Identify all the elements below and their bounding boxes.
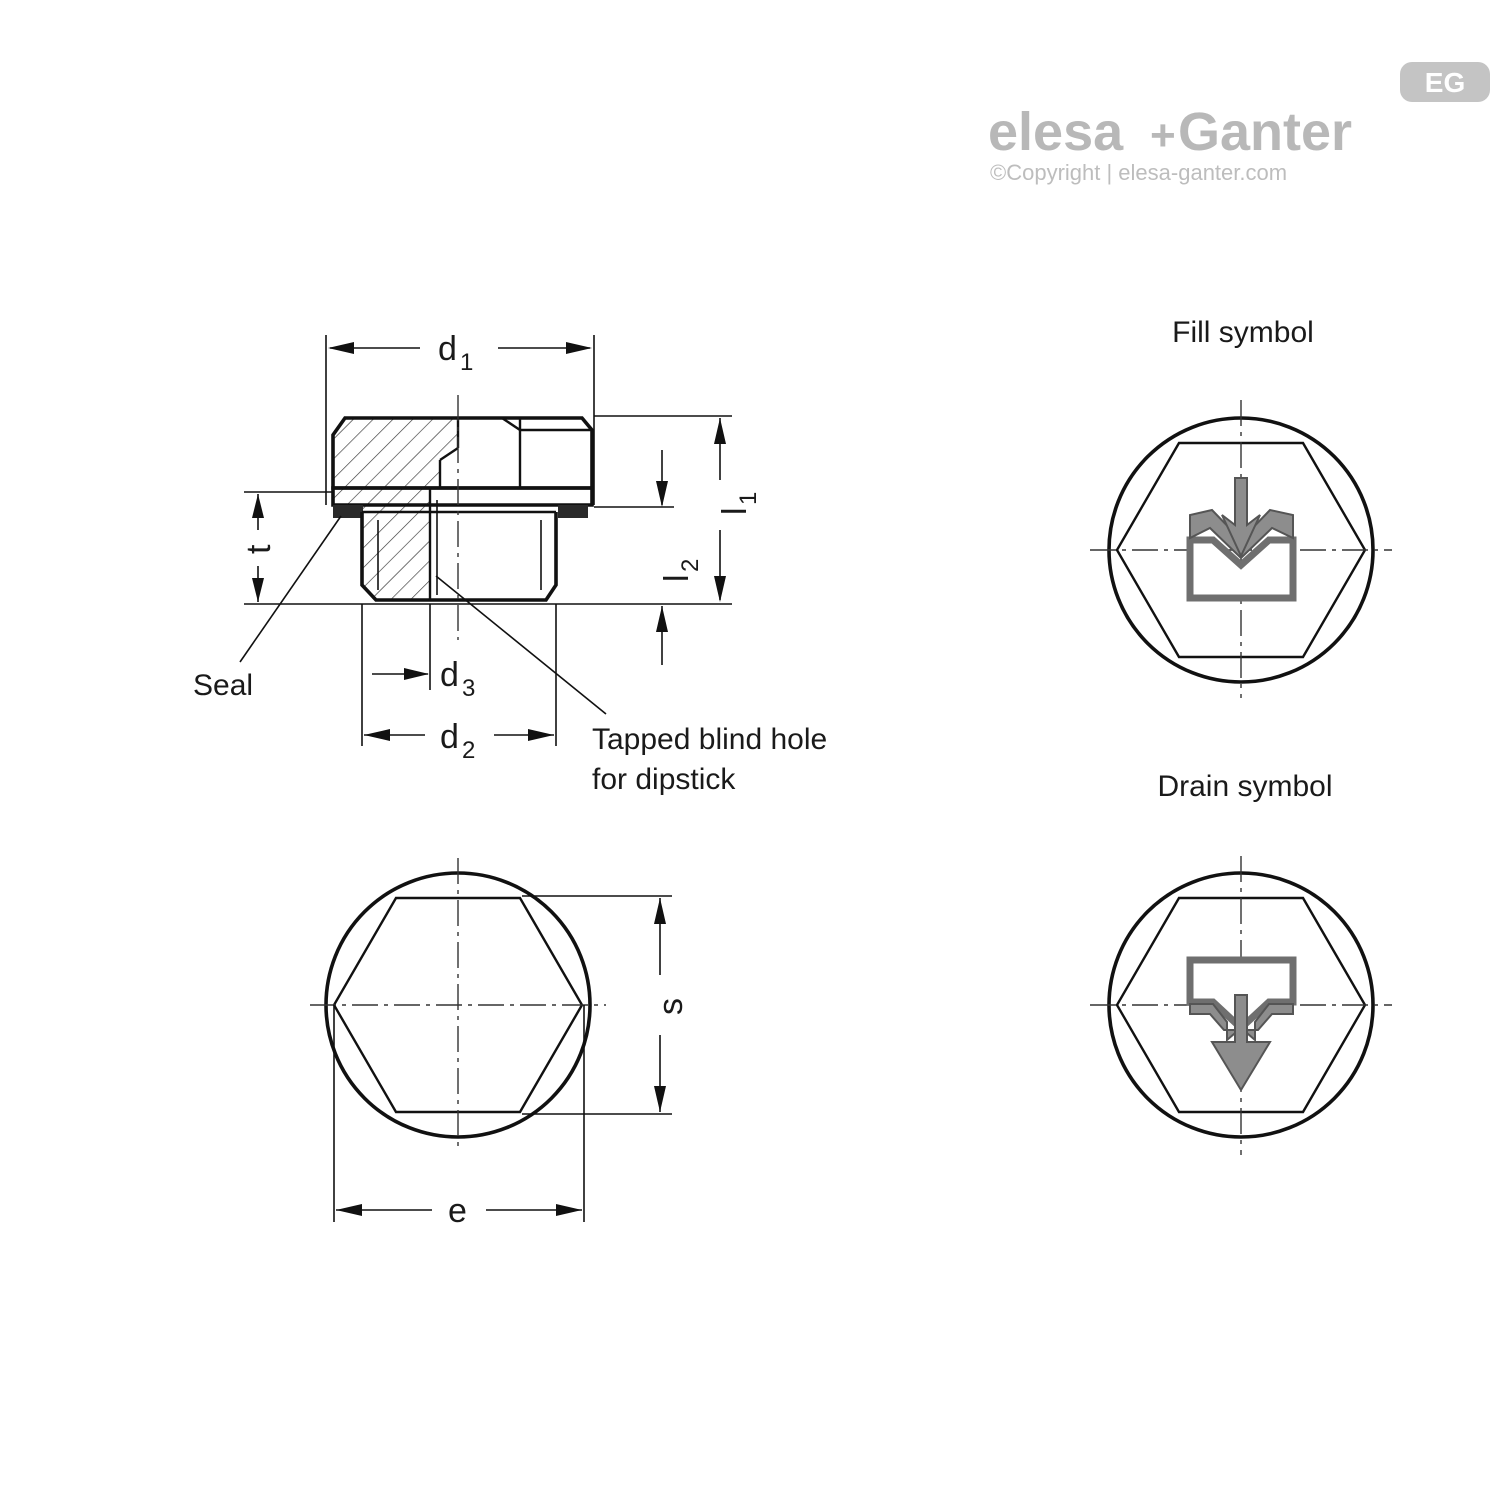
dimension-d1: d 1 [325,330,595,505]
logo-plus: + [1150,111,1176,160]
dimension-d3: d 3 [372,604,475,702]
dim-d1-sub: 1 [460,349,473,376]
dim-s: s [652,998,690,1015]
section-hatch [333,418,458,600]
seal-ring [333,505,363,518]
dimension-d2: d 2 [361,604,557,764]
dim-l1-main: l [716,507,754,515]
logo-badge-text: EG [1425,67,1465,98]
top-view: s e [310,858,690,1230]
dimension-s: s [522,895,690,1115]
fill-icon [1186,477,1297,602]
logo-brand-right: Ganter [1178,102,1352,162]
hole-label-line2: for dipstick [592,763,736,796]
dim-d3-main: d [440,656,459,694]
logo-copyright: ©Copyright | elesa-ganter.com [990,160,1287,185]
dimension-l1: l 1 [594,415,762,602]
dim-d2-main: d [440,718,459,756]
dim-t: t [240,544,278,554]
seal-callout: Seal [193,515,342,702]
dimension-e: e [333,1005,585,1230]
brand-logo: EG elesa + Ganter ©Copyright | elesa-gan… [988,62,1490,185]
drain-symbol-view: Drain symbol [1090,770,1392,1155]
logo-brand-left: elesa [988,102,1124,162]
dim-l2-sub: 2 [677,559,704,572]
dimension-l2: l 2 [300,450,732,665]
dimension-t: t [240,491,333,605]
dim-l2-main: l [658,574,696,582]
logo-badge: EG [1400,62,1490,102]
dim-d1-main: d [438,330,457,368]
hole-callout: Tapped blind hole for dipstick [435,575,827,796]
hole-label-line1: Tapped blind hole [592,723,827,756]
dim-e: e [448,1192,467,1230]
drain-symbol-title: Drain symbol [1157,770,1332,803]
fill-symbol-view: Fill symbol [1090,316,1392,698]
dim-d3-sub: 3 [462,675,475,702]
seal-label: Seal [193,669,253,702]
dim-l1-sub: 1 [735,492,762,505]
plug-flange [331,486,594,507]
dim-d2-sub: 2 [462,737,475,764]
drain-icon [1186,956,1297,1092]
side-view: d 1 l 1 l 2 [193,330,827,796]
plug-shank [360,512,558,602]
fill-symbol-title: Fill symbol [1172,316,1314,349]
